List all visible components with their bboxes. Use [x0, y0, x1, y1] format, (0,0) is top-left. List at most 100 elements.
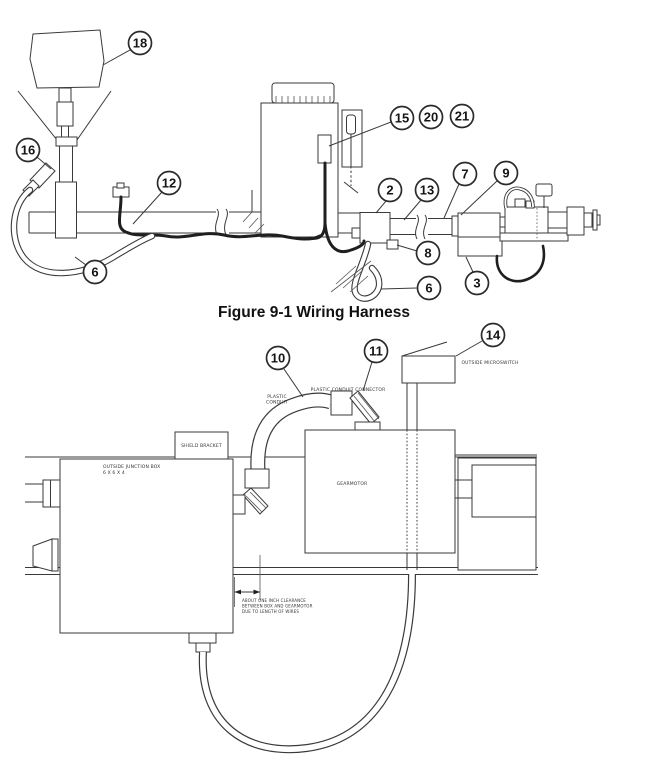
callout-14: 14 — [455, 322, 506, 357]
outside-microswitch: OUTSIDE MICROSWITCH — [401, 341, 518, 384]
output-flange — [592, 209, 598, 231]
output-cylinder-3 — [583, 212, 593, 228]
svg-text:15: 15 — [395, 111, 409, 126]
gearmotor-base-plate — [499, 232, 569, 242]
gearmotor-top-fitting — [354, 421, 381, 431]
rail-hatch — [242, 211, 265, 234]
box-side-fitting — [232, 494, 246, 515]
callout-18: 18 — [102, 30, 153, 66]
control-box-cap — [271, 82, 335, 104]
svg-text:13: 13 — [420, 183, 434, 198]
callout-12: 12 — [132, 170, 182, 225]
conduit-break-mark — [423, 214, 427, 240]
svg-text:7: 7 — [461, 167, 468, 182]
plastic-conduit-connector-label: PLASTIC CONDUIT CONNECTOR — [311, 387, 386, 393]
cap-ribs — [275, 96, 331, 103]
conduit-collar — [244, 468, 270, 489]
harness-junction-box — [359, 212, 391, 244]
junction-box-size-label: 6 X 6 X 4 — [103, 470, 125, 476]
callout-6-left: 6 — [74, 256, 108, 285]
junction-box-label: OUTSIDE JUNCTION BOX — [103, 464, 160, 470]
gearmotor-top-view — [499, 183, 601, 242]
clearance-dimension: ABOUT ONE INCH CLEARANCE BETWEEN BOX AND… — [234, 555, 312, 614]
outside-microswitch-label: OUTSIDE MICROSWITCH — [461, 360, 518, 366]
svg-text:9: 9 — [502, 166, 509, 181]
gusset-hatch — [330, 260, 372, 293]
bottom-callouts: 10 11 14 — [265, 322, 506, 398]
svg-text:18: 18 — [133, 36, 147, 51]
microswitch-lever — [401, 341, 448, 357]
shield-bracket-label: SHIELD BRACKET — [181, 443, 222, 449]
rail-break-mark — [224, 208, 228, 236]
callout-9: 9 — [460, 160, 519, 216]
connector-box — [457, 212, 501, 238]
callout-13: 13 — [403, 177, 440, 221]
outside-junction-box: OUTSIDE JUNCTION BOX 6 X 6 X 4 — [25, 458, 234, 653]
callout-11: 11 — [362, 338, 389, 392]
left-fitting-upper — [42, 479, 61, 508]
svg-text:6: 6 — [425, 281, 432, 296]
callout-10: 10 — [265, 345, 304, 398]
vibrator-tube — [59, 145, 73, 183]
control-box — [242, 82, 363, 238]
conduit-connector-block — [330, 390, 353, 416]
output-cylinder-1 — [547, 211, 568, 229]
hopper-assembly — [17, 29, 112, 239]
shield-bracket: SHIELD BRACKET — [174, 431, 229, 460]
box-diagonal-connector — [242, 487, 269, 515]
callout-3: 3 — [464, 256, 490, 296]
elbow-connector — [29, 162, 56, 189]
svg-text:2: 2 — [386, 183, 393, 198]
svg-text:10: 10 — [271, 351, 285, 366]
svg-text:16: 16 — [21, 143, 35, 158]
svg-text:20: 20 — [424, 110, 438, 125]
callout-15: 15 — [328, 105, 415, 147]
gearmotor-diagonal-connector — [349, 390, 380, 425]
callout-7: 7 — [443, 161, 478, 219]
output-housing — [455, 454, 537, 571]
svg-text:12: 12 — [162, 176, 176, 191]
callout-6-mid: 6 — [380, 275, 442, 301]
plastic-conduit-run — [232, 390, 381, 515]
funnel-collar — [55, 136, 78, 147]
clearance-note-line1: ABOUT ONE INCH CLEARANCE — [242, 598, 306, 603]
gearmotor-box: GEARMOTOR — [304, 429, 456, 554]
callout-21: 21 — [449, 103, 475, 129]
top-callouts: 18 16 12 15 20 21 — [15, 30, 519, 301]
callout-16: 16 — [15, 137, 52, 170]
hopper-collar — [56, 101, 74, 127]
gearmotor-label: GEARMOTOR — [337, 481, 368, 487]
hopper-stem — [58, 87, 72, 103]
callout-2: 2 — [375, 177, 403, 214]
plastic-conduit-label-line1: PLASTIC — [267, 394, 287, 400]
funnel — [17, 90, 112, 141]
gearmotor-flag — [535, 183, 553, 197]
vibrator-cylinder — [55, 181, 77, 239]
clearance-note-line3: DUE TO LENGTH OF WIRES — [242, 609, 299, 614]
output-cylinder-2 — [566, 206, 585, 236]
figure-caption: Figure 9-1 Wiring Harness — [218, 304, 410, 321]
svg-text:21: 21 — [455, 109, 469, 124]
lower-connector-box — [457, 236, 503, 257]
gearmotor-body — [504, 206, 549, 234]
bottom-fitting — [188, 632, 217, 644]
svg-text:3: 3 — [473, 276, 480, 291]
callout-20: 20 — [418, 104, 444, 130]
callout-8: 8 — [396, 240, 441, 266]
svg-text:6: 6 — [91, 265, 98, 280]
harness-wire — [118, 195, 322, 241]
svg-text:14: 14 — [486, 328, 501, 343]
top-diagram: 18 16 12 15 20 21 — [10, 29, 601, 321]
microswitch-stem — [406, 383, 418, 570]
bracket-rod — [346, 114, 356, 135]
svg-text:11: 11 — [369, 344, 383, 359]
strain-relief-fitting — [386, 239, 399, 250]
left-fitting-lower — [32, 538, 53, 572]
plastic-conduit-label-line2: CONDUIT — [266, 400, 288, 406]
harness-run — [351, 212, 508, 257]
conduit-break-mark — [415, 214, 419, 240]
svg-text:8: 8 — [424, 246, 431, 261]
hopper-box — [29, 29, 105, 89]
